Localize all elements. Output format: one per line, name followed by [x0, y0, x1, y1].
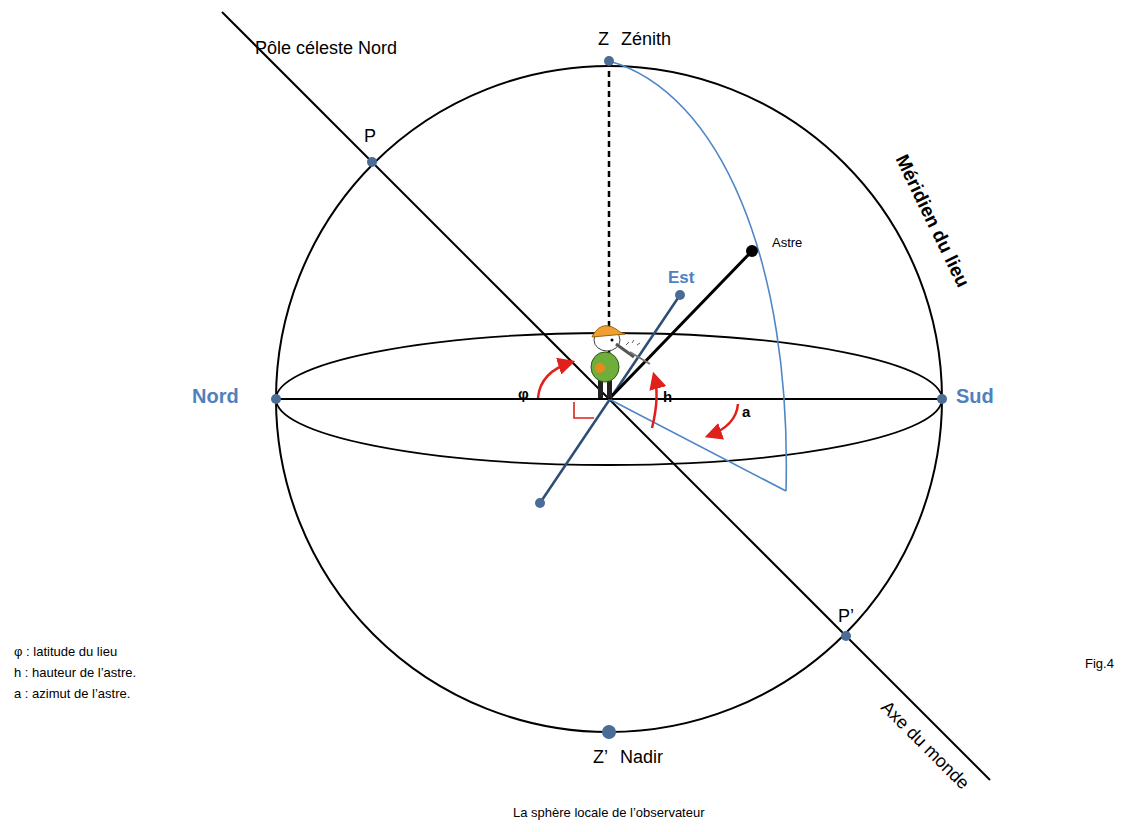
latitude-arc — [538, 362, 572, 398]
direction-label: Sud — [956, 385, 994, 408]
star-dot — [746, 245, 758, 257]
angle-symbol: φ — [518, 385, 529, 402]
azimuth-arc — [708, 404, 738, 436]
star-line — [609, 251, 752, 399]
legend-note: φ : latitude du lieu — [14, 645, 117, 660]
right-angle-mark — [574, 402, 594, 418]
angle-symbol: h — [663, 388, 672, 405]
angle-symbol: a — [742, 403, 750, 420]
points — [271, 56, 947, 739]
direction-label: Nord — [192, 385, 239, 408]
altitude-arc — [652, 375, 657, 428]
azimuth-line — [609, 399, 786, 491]
vertical-circle — [609, 61, 786, 491]
meridian-label: Méridien du lieu — [891, 151, 974, 291]
observer-figure — [591, 326, 650, 398]
star-label: Astre — [772, 236, 802, 251]
axis-label: Axe du monde — [877, 697, 974, 794]
legend-note: a : azimut de l’astre. — [14, 687, 130, 702]
point-letter: P’ — [838, 606, 854, 627]
point-name: Zénith — [621, 29, 671, 50]
point-letter: P — [364, 126, 376, 147]
legend-note: h : hauteur de l’astre. — [14, 666, 136, 681]
point-name: Nadir — [620, 747, 663, 768]
point-letter: Z’ — [593, 747, 608, 768]
figure-number: Fig.4 — [1085, 657, 1114, 672]
caption: La sphère locale de l’observateur — [513, 806, 705, 821]
point-letter: Z — [598, 29, 609, 50]
direction-label: Est — [668, 268, 694, 288]
world-axis — [222, 12, 990, 780]
pole-label: Pôle céleste Nord — [255, 38, 397, 59]
